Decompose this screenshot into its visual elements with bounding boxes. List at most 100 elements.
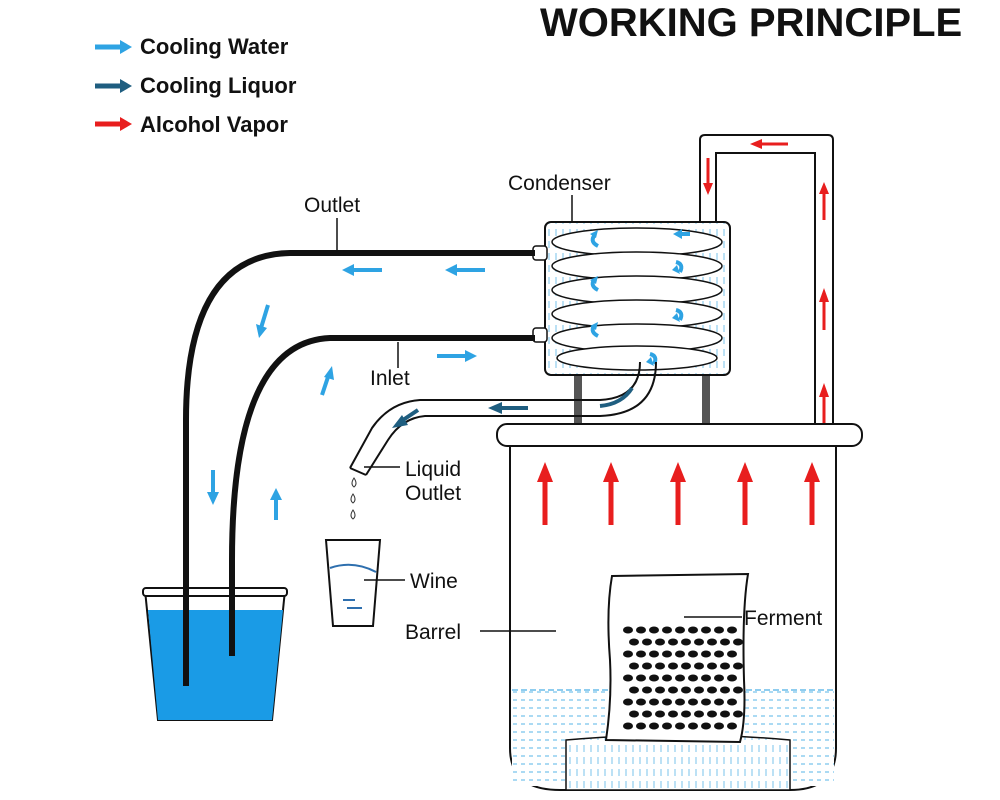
ferment-dot (636, 650, 646, 658)
ferment-dot (688, 698, 698, 706)
ferment-dot (733, 710, 743, 718)
ferment-dot (694, 710, 704, 718)
ferment-dot (629, 662, 639, 670)
ferment-dot (707, 686, 717, 694)
ferment-dot (727, 698, 737, 706)
legend-item-cooling-water: Cooling Water (95, 34, 289, 59)
ferment-dot (668, 686, 678, 694)
ferment-dot (694, 686, 704, 694)
ferment-dot (642, 686, 652, 694)
ferment-dot (707, 638, 717, 646)
ferment-dot (655, 662, 665, 670)
ferment-dot (720, 638, 730, 646)
ferment-dot (701, 650, 711, 658)
ferment-dot (629, 638, 639, 646)
condenser (532, 221, 731, 376)
ferment-dot (675, 722, 685, 730)
ferment-dot (649, 722, 659, 730)
water-bucket (142, 587, 288, 721)
ferment-dot (701, 722, 711, 730)
ferment-dot (701, 698, 711, 706)
ferment-dot (629, 686, 639, 694)
legend-label: Cooling Water (140, 34, 289, 59)
ferment-dot (636, 674, 646, 682)
ferment-dot (623, 698, 633, 706)
ferment-dot (623, 674, 633, 682)
ferment-dot (688, 626, 698, 634)
ferment-dot (649, 650, 659, 658)
ferment-dot (727, 626, 737, 634)
outlet-label: Outlet (304, 194, 360, 217)
ferment-dot (694, 662, 704, 670)
ferment-dot (623, 650, 633, 658)
barrel-label: Barrel (405, 621, 461, 644)
ferment-dot (681, 686, 691, 694)
ferment-dot (668, 662, 678, 670)
ferment-dot (649, 698, 659, 706)
ferment-dot (707, 710, 717, 718)
ferment-dot (720, 710, 730, 718)
ferment-label: Ferment (744, 607, 822, 630)
liquid-outlet-label-line2: Outlet (405, 482, 461, 505)
ferment-dot (655, 710, 665, 718)
ferment-dot (636, 722, 646, 730)
vapor-arrows (537, 462, 820, 525)
ferment-dot (662, 698, 672, 706)
ferment-dot (668, 710, 678, 718)
condenser-leg (702, 374, 710, 426)
ferment-dot (642, 662, 652, 670)
ferment-dot (720, 662, 730, 670)
ferment-dot (655, 686, 665, 694)
ferment-dot (662, 722, 672, 730)
ferment-dot (662, 626, 672, 634)
cooling-hoses (183, 250, 535, 686)
ferment-dot (662, 674, 672, 682)
ferment-dot (714, 698, 724, 706)
legend: Cooling Water Cooling Liquor Alcohol Vap… (95, 34, 297, 137)
ferment-dot (701, 674, 711, 682)
wine-label: Wine (410, 570, 458, 593)
ferment-dot (681, 638, 691, 646)
ferment-dot (727, 722, 737, 730)
ferment-dot (629, 710, 639, 718)
ferment-dot (733, 638, 743, 646)
ferment-dot (636, 698, 646, 706)
ferment-dot (681, 710, 691, 718)
legend-label: Cooling Liquor (140, 73, 297, 98)
liquid-outlet-label-line1: Liquid (405, 458, 461, 481)
ferment-dot (675, 698, 685, 706)
ferment-dot (655, 638, 665, 646)
ferment-dot (681, 662, 691, 670)
legend-item-cooling-liquor: Cooling Liquor (95, 73, 297, 98)
ferment-dot (623, 626, 633, 634)
ferment-dot (675, 650, 685, 658)
ferment-dot (714, 674, 724, 682)
ferment-dot (688, 650, 698, 658)
ferment-dot (675, 626, 685, 634)
ferment-dot (688, 674, 698, 682)
page-title: WORKING PRINCIPLE (540, 1, 962, 45)
ferment-dot (727, 674, 737, 682)
legend-item-alcohol-vapor: Alcohol Vapor (95, 112, 288, 137)
ferment-dot (694, 638, 704, 646)
ferment-dot (707, 662, 717, 670)
cooling-water-arrows (207, 264, 485, 520)
ferment-dot (642, 638, 652, 646)
wine-glass (324, 539, 382, 627)
ferment-dot (714, 650, 724, 658)
ferment-dot (701, 626, 711, 634)
ferment-dot (675, 674, 685, 682)
ferment-dot (688, 722, 698, 730)
ferment-dot (714, 626, 724, 634)
ferment-dot (668, 638, 678, 646)
ferment-dot (636, 626, 646, 634)
vapor-pipe (699, 134, 834, 432)
inlet-label: Inlet (370, 367, 410, 390)
legend-label: Alcohol Vapor (140, 112, 288, 137)
ferment-dot (623, 722, 633, 730)
ferment-dot (649, 674, 659, 682)
ferment-dot (727, 650, 737, 658)
ferment-dot (649, 626, 659, 634)
ferment-dot (733, 686, 743, 694)
